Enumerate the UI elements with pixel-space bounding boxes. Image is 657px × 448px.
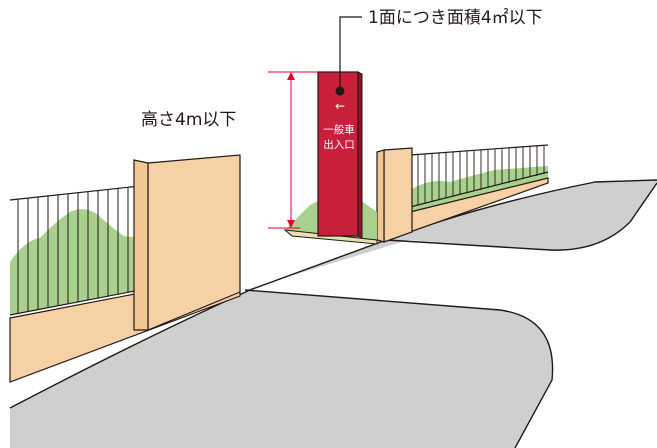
sign-text-line2: 出入口 [323, 138, 355, 151]
right-fence-rail [409, 144, 549, 208]
area-callout-leader [339, 16, 362, 91]
driveway-edge-front [244, 289, 554, 448]
sign-side [357, 71, 363, 239]
height-limit-label: 高さ4m以下 [141, 110, 236, 130]
right-fence-pickets [417, 146, 545, 205]
dimension-arrow-bottom [287, 220, 295, 228]
dimension-arrow-top [287, 72, 295, 80]
road-surface [10, 180, 657, 448]
left-fence-pickets [17, 188, 129, 313]
right-greenery [410, 166, 548, 215]
height-dimension [268, 71, 318, 229]
planter-edge [283, 229, 378, 245]
driveway-edge-back [385, 182, 657, 251]
right-wall-end-face [383, 147, 413, 243]
left-fence-rail [9, 185, 141, 316]
sign-text-line1: 一般車 [323, 123, 355, 136]
right-wall-side-face [376, 149, 385, 243]
left-wall-side-face [133, 159, 149, 331]
sign-panel [317, 71, 359, 237]
sign-arrow: ← [335, 99, 345, 113]
area-limit-label: 1面につき面積4㎡以下 [368, 8, 543, 28]
